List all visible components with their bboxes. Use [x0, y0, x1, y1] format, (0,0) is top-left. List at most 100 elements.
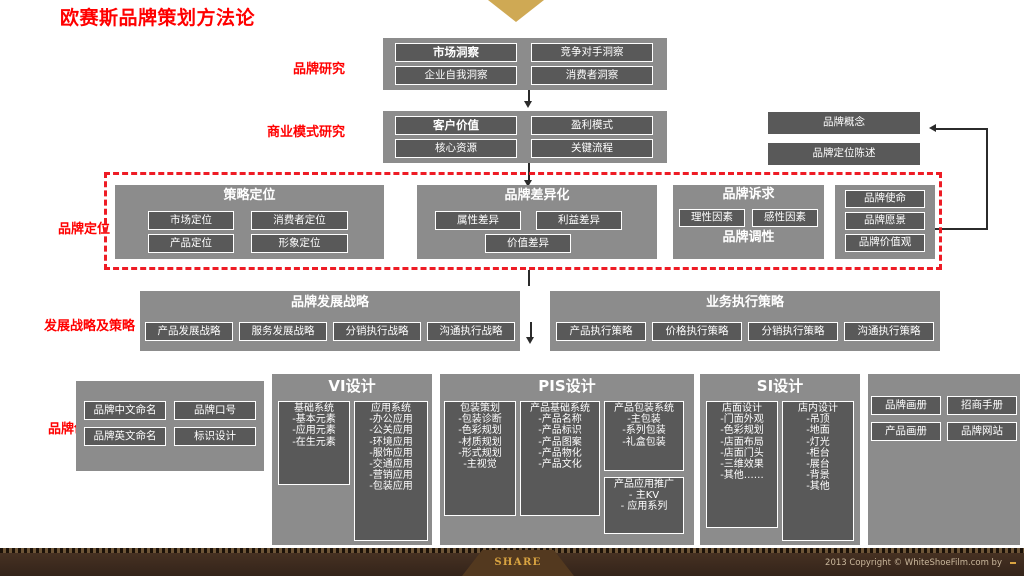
chip-brand-brochure[interactable]: 品牌画册: [871, 396, 941, 415]
arrow-down-icon: [526, 337, 534, 344]
arrow-down-icon: [524, 180, 532, 187]
share-label[interactable]: SHARE: [494, 557, 542, 568]
brand-development-strategy-panel: 品牌发展战略 产品发展战略 服务发展战略 分销执行战略 沟通执行战略: [140, 291, 520, 351]
chip-distribution-exec-strategy[interactable]: 分销执行战略: [333, 322, 421, 341]
pis-base-item-0: -产品名称: [538, 414, 582, 426]
pis-base-item-2: -产品图案: [538, 436, 582, 448]
connector-dev-to-exec: [530, 322, 532, 340]
share-tab[interactable]: [462, 550, 574, 576]
pis-design-panel: PIS设计 包装策划 -包装诊断 -色彩规划 -材质规划 -形式规划 -主视觉 …: [440, 374, 694, 545]
pis-pack-item-1: -色彩规划: [458, 425, 502, 437]
chip-service-dev-strategy[interactable]: 服务发展战略: [239, 322, 327, 341]
chip-communication-exec-strategy-2[interactable]: 沟通执行策略: [844, 322, 934, 341]
chip-market-insight[interactable]: 市场洞察: [395, 43, 517, 62]
brand-development-strategy-title: 品牌发展战略: [290, 295, 369, 310]
row-label-business-model: 商业模式研究: [266, 125, 345, 140]
pis-product-base-group[interactable]: 产品基础系统 -产品名称 -产品标识 -产品图案 -产品物化 -产品文化: [520, 401, 600, 516]
business-execution-strategy-title: 业务执行策略: [705, 295, 784, 310]
chip-chinese-naming[interactable]: 品牌中文命名: [84, 401, 166, 420]
si-design-panel: SI设计 店面设计 -门面外观 -色彩规划 -店面布局 -店面门头 -三维效果 …: [700, 374, 860, 545]
vi-app-item-6: -包装应用: [369, 481, 413, 493]
si-front-head: 店面设计: [722, 403, 762, 414]
chip-english-naming[interactable]: 品牌英文命名: [84, 427, 166, 446]
arrow-down-icon: [524, 101, 532, 108]
vi-basic-system-head: 基础系统: [294, 403, 334, 414]
row-label-brand-positioning: 品牌定位: [57, 222, 110, 237]
chip-attribute-difference[interactable]: 属性差异: [435, 211, 521, 230]
brand-tonality-title: 品牌调性: [722, 230, 775, 245]
si-in-item-5: -背景: [806, 470, 830, 482]
chip-price-exec-strategy[interactable]: 价格执行策略: [652, 322, 742, 341]
row-label-brand-research: 品牌研究: [292, 62, 345, 77]
chip-self-insight[interactable]: 企业自我洞察: [395, 66, 517, 85]
copyright-text: 2013 Copyright © WhiteShoeFilm.com by: [825, 558, 1002, 568]
pis-pack-item-4: -主视觉: [463, 458, 497, 470]
chip-logo-design[interactable]: 标识设计: [174, 427, 256, 446]
pis-base-head: 产品基础系统: [530, 403, 590, 414]
business-model-panel: 客户价值 盈利模式 核心资源 关键流程: [383, 111, 667, 163]
chip-customer-value[interactable]: 客户价值: [395, 116, 517, 135]
chip-key-process[interactable]: 关键流程: [531, 139, 653, 158]
chip-brand-concept[interactable]: 品牌概念: [768, 112, 920, 134]
pis-promo-item-0: - 主KV: [628, 490, 660, 502]
brand-appeal-panel: 品牌诉求 理性因素 感性因素 品牌调性: [673, 185, 824, 259]
chip-rational-factor[interactable]: 理性因素: [679, 209, 745, 227]
chip-investment-manual[interactable]: 招商手册: [947, 396, 1017, 415]
collateral-panel: 品牌画册 招商手册 产品画册 品牌网站: [868, 374, 1020, 545]
si-front-item-3: -店面门头: [720, 447, 764, 459]
pis-product-promo-group[interactable]: 产品应用推广 - 主KV - 应用系列: [604, 477, 684, 534]
chip-distribution-exec-strategy-2[interactable]: 分销执行策略: [748, 322, 838, 341]
vi-app-head: 应用系统: [371, 403, 411, 414]
vi-app-item-3: -服饰应用: [369, 447, 413, 459]
chip-competitor-insight[interactable]: 竞争对手洞察: [531, 43, 653, 62]
feedback-line-horizontal: [928, 228, 988, 230]
si-interior-group[interactable]: 店内设计 -吊顶 -地面 -灯光 -柜台 -展台 -背景 -其他: [782, 401, 854, 541]
chip-emotional-factor[interactable]: 感性因素: [752, 209, 818, 227]
chip-product-dev-strategy[interactable]: 产品发展战略: [145, 322, 233, 341]
pis-packaging-system-group[interactable]: 产品包装系统 -主包装 -系列包装 -礼盒包装: [604, 401, 684, 471]
footer-bar: SHARE 2013 Copyright © WhiteShoeFilm.com…: [0, 548, 1024, 576]
chip-consumer-positioning[interactable]: 消费者定位: [251, 211, 348, 230]
footer-accent-dot-icon: [1010, 562, 1016, 564]
si-front-item-0: -门面外观: [720, 414, 764, 426]
brand-appeal-title: 品牌诉求: [722, 187, 775, 202]
chip-image-positioning[interactable]: 形象定位: [251, 234, 348, 253]
chip-consumer-insight[interactable]: 消费者洞察: [531, 66, 653, 85]
page-title: 欧赛斯品牌策划方法论: [60, 7, 256, 29]
chip-product-exec-strategy[interactable]: 产品执行策略: [556, 322, 646, 341]
chip-value-difference[interactable]: 价值差异: [485, 234, 571, 253]
vi-basic-system-group[interactable]: 基础系统 -基本元素 -应用元素 -在生元素: [278, 401, 350, 485]
chip-brand-vision[interactable]: 品牌愿景: [845, 212, 925, 230]
pis-sys-item-0: -主包装: [627, 414, 661, 426]
differentiation-panel: 品牌差异化 属性差异 利益差异 价值差异: [417, 185, 657, 259]
chip-profit-model[interactable]: 盈利模式: [531, 116, 653, 135]
chip-brand-mission[interactable]: 品牌使命: [845, 190, 925, 208]
chip-brand-positioning-statement[interactable]: 品牌定位陈述: [768, 143, 920, 165]
pis-packaging-plan-group[interactable]: 包装策划 -包装诊断 -色彩规划 -材质规划 -形式规划 -主视觉: [444, 401, 516, 516]
chip-communication-exec-strategy[interactable]: 沟通执行战略: [427, 322, 515, 341]
chip-core-resources[interactable]: 核心资源: [395, 139, 517, 158]
business-execution-strategy-panel: 业务执行策略 产品执行策略 价格执行策略 分销执行策略 沟通执行策略: [550, 291, 940, 351]
strategy-positioning-panel: 策略定位 市场定位 消费者定位 产品定位 形象定位: [115, 185, 384, 259]
chip-product-brochure[interactable]: 产品画册: [871, 422, 941, 441]
si-storefront-group[interactable]: 店面设计 -门面外观 -色彩规划 -店面布局 -店面门头 -三维效果 -其他……: [706, 401, 778, 528]
vi-application-system-group[interactable]: 应用系统 -办公应用 -公关应用 -环境应用 -服饰应用 -交通应用 -营销应用…: [354, 401, 428, 541]
pis-design-title: PIS设计: [538, 377, 596, 395]
pis-promo-item-1: - 应用系列: [620, 501, 668, 513]
chip-product-positioning[interactable]: 产品定位: [148, 234, 234, 253]
chip-benefit-difference[interactable]: 利益差异: [536, 211, 622, 230]
chip-brand-values[interactable]: 品牌价值观: [845, 234, 925, 252]
pis-promo-head: 产品应用推广: [614, 479, 674, 490]
si-in-head: 店内设计: [798, 403, 838, 414]
pis-base-item-3: -产品物化: [538, 447, 582, 459]
arrow-left-icon: [929, 124, 936, 132]
si-in-item-3: -柜台: [806, 447, 830, 459]
si-in-item-0: -吊顶: [806, 414, 830, 426]
chip-brand-website[interactable]: 品牌网站: [947, 422, 1017, 441]
brand-positioning-dashed-region: [104, 172, 942, 270]
vi-app-item-0: -办公应用: [369, 414, 413, 426]
differentiation-title: 品牌差异化: [504, 188, 570, 203]
chip-brand-slogan[interactable]: 品牌口号: [174, 401, 256, 420]
chip-market-positioning[interactable]: 市场定位: [148, 211, 234, 230]
brand-research-panel: 市场洞察 竞争对手洞察 企业自我洞察 消费者洞察: [383, 38, 667, 90]
